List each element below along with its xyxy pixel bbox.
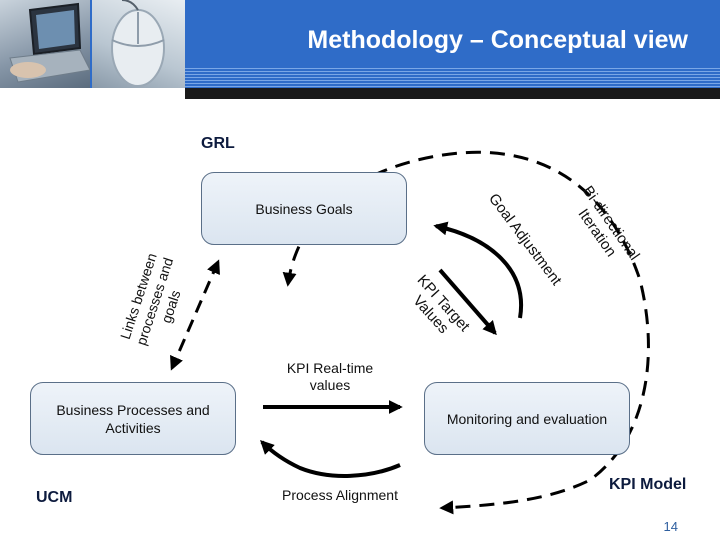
business-processes-label: Business Processes and Activities <box>56 401 210 436</box>
slide-title: Methodology – Conceptual view <box>307 26 688 54</box>
bidirectional-iteration-arrow <box>282 150 650 515</box>
kpi-model-label: KPI Model <box>609 476 687 493</box>
kpi-target-arrow <box>438 268 497 336</box>
monitoring-evaluation-box: Monitoring and evaluation <box>424 382 630 455</box>
business-goals-box: Business Goals <box>201 172 407 245</box>
goal-adjustment-arrow <box>433 221 524 319</box>
header-underline <box>185 88 720 99</box>
laptop-photo <box>0 0 90 88</box>
mouse-photo <box>92 0 185 88</box>
header-stripes <box>185 68 720 88</box>
kpi-realtime-label: KPI Real-time values <box>286 360 374 393</box>
business-goals-label: Business Goals <box>255 200 353 217</box>
header-banner: Methodology – Conceptual view <box>0 0 720 88</box>
process-alignment-label: Process Alignment <box>282 487 398 503</box>
links-between-arrow <box>170 259 220 371</box>
grl-label: GRL <box>201 135 235 152</box>
ucm-label: UCM <box>36 489 73 506</box>
business-processes-box: Business Processes and Activities <box>30 382 236 455</box>
process-alignment-arrow <box>260 440 401 478</box>
page-number: 14 <box>663 519 678 534</box>
monitoring-evaluation-label: Monitoring and evaluation <box>446 410 608 427</box>
